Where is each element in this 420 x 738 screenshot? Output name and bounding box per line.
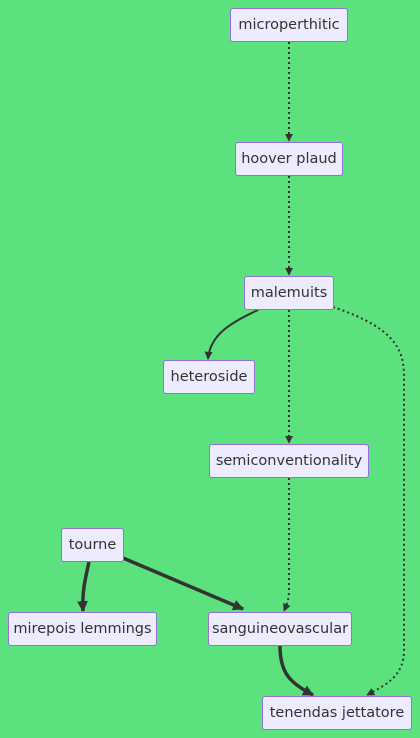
node-malemuits[interactable]: malemuits: [244, 276, 334, 310]
node-microperthitic[interactable]: microperthitic: [230, 8, 348, 42]
node-semiconventionality[interactable]: semiconventionality: [209, 444, 369, 478]
node-mirepois-lemmings[interactable]: mirepois lemmings: [8, 612, 157, 646]
edge-sanguineovascular-to-tenendas-jettatore: [278, 645, 314, 697]
node-tourne[interactable]: tourne: [61, 528, 124, 562]
node-sanguineovascular[interactable]: sanguineovascular: [208, 612, 352, 646]
edge-tourne-to-mirepois-lemmings: [76, 561, 91, 613]
edge-malemuits-to-tenendas-jettatore: [332, 306, 405, 696]
node-heteroside[interactable]: heteroside: [163, 360, 255, 394]
edge-tourne-to-sanguineovascular: [122, 556, 245, 611]
node-hoover-plaud[interactable]: hoover plaud: [235, 142, 343, 176]
edge-semiconventionality-to-sanguineovascular: [283, 478, 291, 612]
edge-malemuits-to-heteroside: [204, 309, 259, 360]
node-tenendas-jettatore[interactable]: tenendas jettatore: [262, 696, 412, 730]
